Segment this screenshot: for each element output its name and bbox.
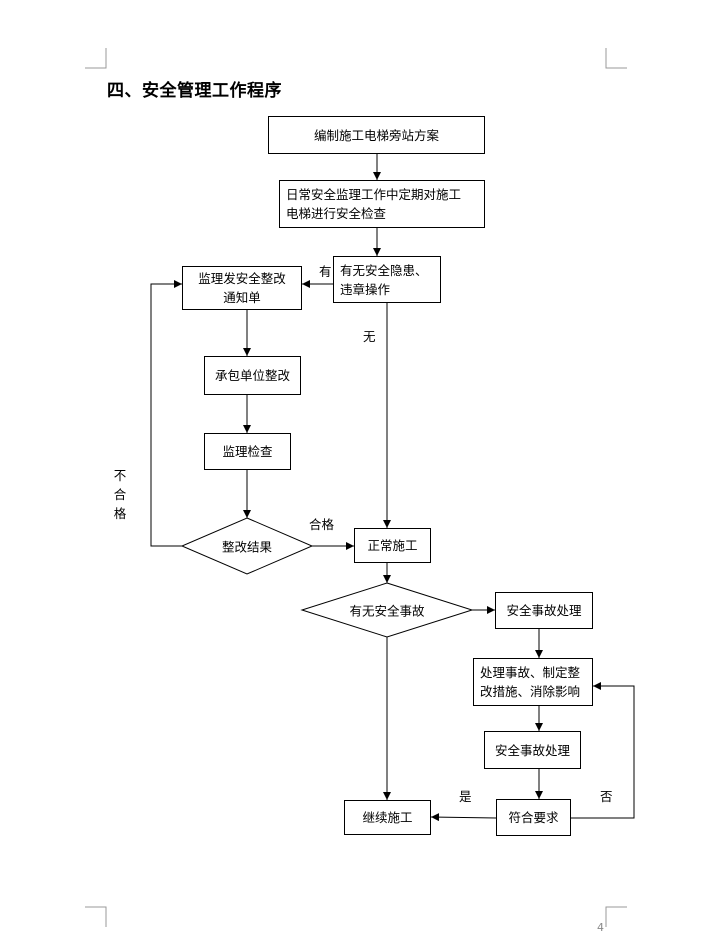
arrow-result-loop-to-notice [150, 280, 182, 547]
page-number: 4 [597, 921, 604, 934]
edge-label-none: 无 [363, 329, 376, 344]
edge-label-has: 有 [319, 264, 332, 279]
step-accident-handling: 安全事故处理 [495, 592, 593, 629]
step-inspect: 日常安全监理工作中定期对施工 电梯进行安全检查 [279, 180, 485, 228]
arrow-compliant-to-continue [430, 813, 497, 822]
arrow-compliant-loop-to-measures [571, 682, 635, 819]
step-hazard-check: 有无安全隐患、 违章操作 [333, 256, 441, 303]
accident-diamond-label: 有无安全事故 [349, 603, 425, 619]
edge-label-unqualified: 不合格 [113, 468, 127, 521]
step-plan: 编制施工电梯旁站方案 [268, 116, 485, 154]
step-rectification-notice: 监理发安全整改 通知单 [182, 266, 302, 310]
result-diamond-label: 整改结果 [221, 539, 273, 555]
step-contractor-rectify: 承包单位整改 [204, 356, 301, 395]
section-heading: 四、安全管理工作程序 [107, 81, 282, 101]
result-diamond [180, 517, 314, 575]
step-handling-measures: 处理事故、制定整 改措施、消除影响 [473, 658, 593, 706]
edge-label-no: 否 [600, 789, 613, 804]
step-compliance-check: 符合要求 [496, 799, 571, 836]
edge-label-yes: 是 [459, 789, 472, 804]
edge-label-qualified: 合格 [309, 517, 335, 532]
page-corner-marks [85, 48, 627, 927]
step-normal-construction: 正常施工 [354, 528, 431, 563]
step-continue-construction: 继续施工 [344, 800, 431, 835]
step-accident-handling-2: 安全事故处理 [484, 731, 581, 769]
step-supervisor-check: 监理检查 [204, 433, 291, 470]
